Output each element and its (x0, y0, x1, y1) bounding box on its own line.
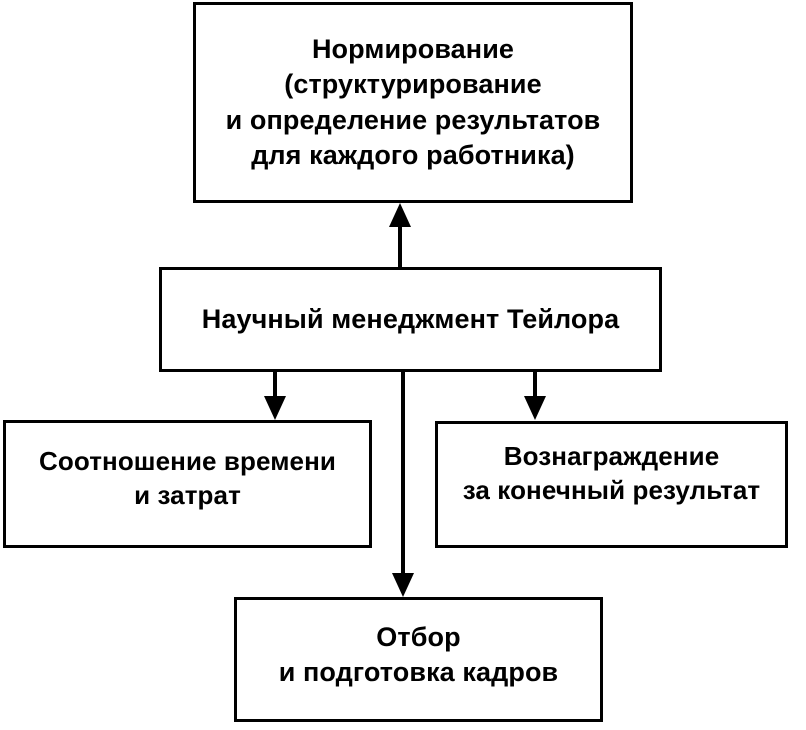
node-reward-for-final-result[interactable]: Вознаграждение за конечный результат (435, 421, 788, 548)
connector-line (273, 372, 277, 400)
connector-line (398, 223, 402, 269)
connector-line (533, 372, 537, 400)
arrow-down-icon-taylor-to-reward (524, 372, 546, 422)
node-normirovanie[interactable]: Нормирование (структурирование и определ… (193, 2, 633, 203)
arrow-down-icon-taylor-to-time-cost (264, 372, 286, 422)
arrowhead-down-icon (264, 396, 286, 420)
arrowhead-up-icon (389, 203, 411, 227)
node-selection-and-training[interactable]: Отбор и подготовка кадров (234, 597, 603, 722)
arrowhead-down-icon (524, 396, 546, 420)
arrow-up-icon-taylor-to-normirovanie (389, 203, 411, 269)
arrow-down-icon-taylor-to-selection (392, 372, 414, 598)
node-taylor-scientific-management[interactable]: Научный менеджмент Тейлора (159, 267, 662, 372)
arrowhead-down-icon (392, 573, 414, 597)
connector-line (401, 372, 405, 575)
node-time-and-cost-ratio[interactable]: Соотношение времени и затрат (3, 420, 372, 548)
